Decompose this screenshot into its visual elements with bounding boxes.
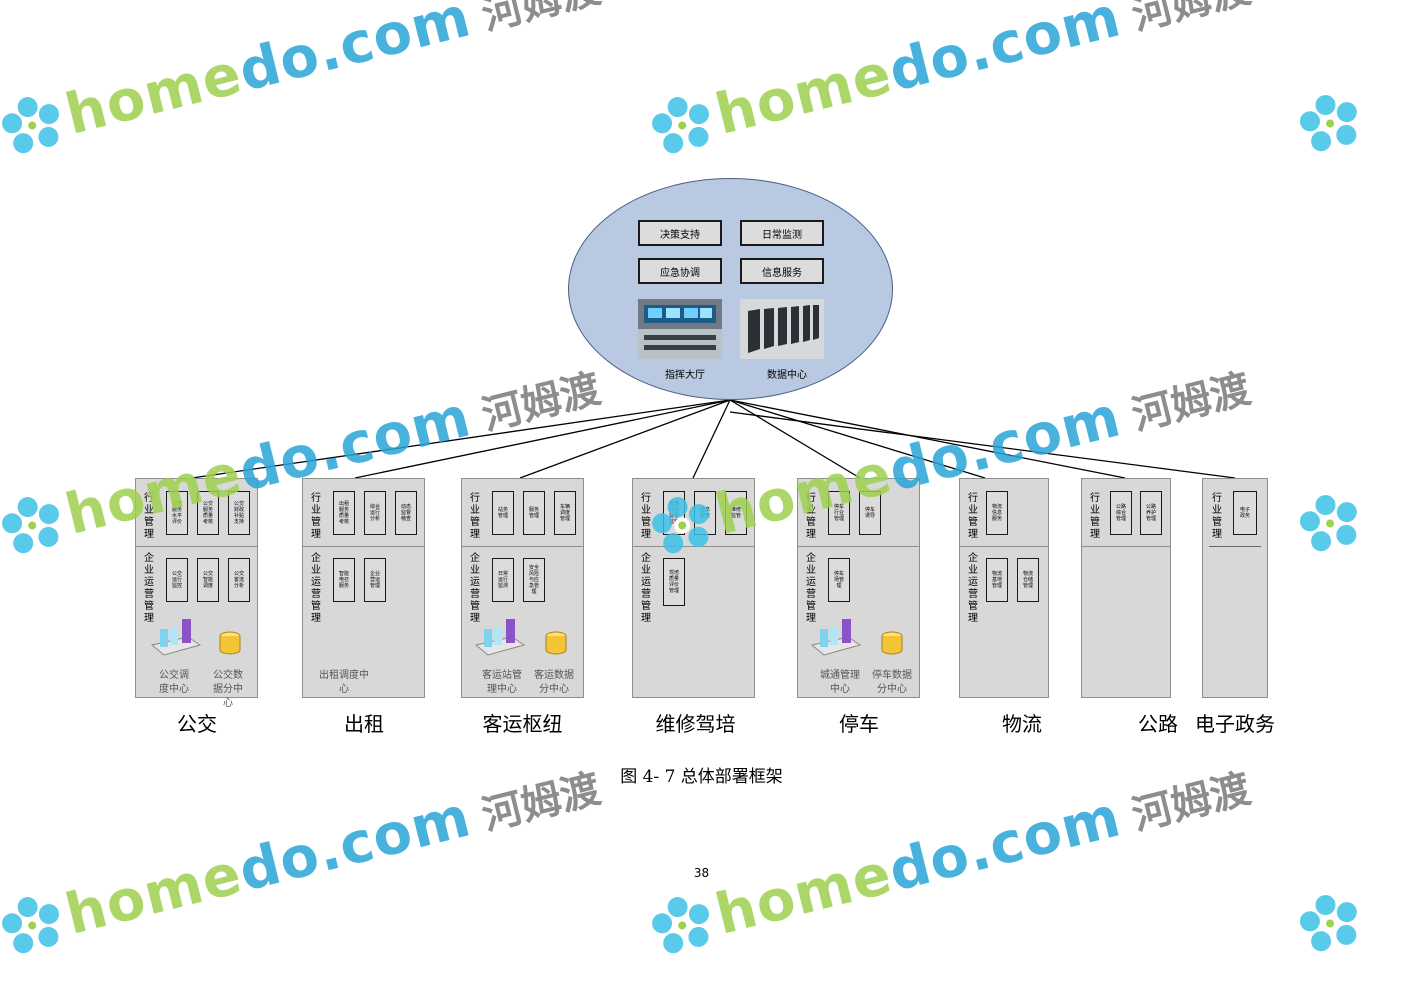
database-icon xyxy=(545,631,567,655)
panel-e-government: 行业管理 电子政务 xyxy=(1202,478,1268,698)
center-caption: 停车数据分中心 xyxy=(872,670,912,695)
center-caption: 客运站管理中心 xyxy=(482,670,522,695)
service-box: 日常运行监测 xyxy=(492,558,514,602)
service-box: 动态监督稽查 xyxy=(395,491,417,535)
center-caption: 公交数据分中心 xyxy=(213,670,243,709)
database-icon xyxy=(219,631,241,655)
command-hall-caption: 指挥大厅 xyxy=(665,370,705,381)
emergency-coordination-box: 应急协调 xyxy=(638,258,722,284)
enterprise-operation-label: 企业运营管理 xyxy=(641,553,651,624)
enterprise-operation-label: 企业运营管理 xyxy=(470,553,480,624)
industry-management-label: 行业管理 xyxy=(470,493,480,540)
panel-highway: 行业管理 公路综合管理 公路养护管理 xyxy=(1081,478,1171,698)
category-label: 公交 xyxy=(177,712,217,736)
service-box: 公交财政补贴支持 xyxy=(228,491,250,535)
enterprise-operation-label: 企业运营管理 xyxy=(806,553,816,624)
service-box: 物流信息服务 xyxy=(986,491,1008,535)
service-box: 停车场管理 xyxy=(828,558,850,602)
service-box: 公交客流分析 xyxy=(228,558,250,602)
industry-management-label: 行业管理 xyxy=(968,493,978,540)
panel-bus: 行业管理 公交服务水平评价 公交服务质量考核 公交财政补贴支持 企业运营管理 公… xyxy=(135,478,258,709)
command-hall-photo xyxy=(638,299,722,359)
center-caption: 出租调度中心 xyxy=(319,670,369,695)
enterprise-operation-label: 企业运营管理 xyxy=(968,553,978,624)
category-label: 客运枢纽 xyxy=(482,712,563,736)
service-box: 维修监管 xyxy=(725,491,747,535)
command-center-ellipse xyxy=(568,178,893,400)
panel-repair-training: 行业管理 驾培行业监督监管 信息监管 维修监管 企业运营管理 驾培质量评价管理 xyxy=(632,478,755,698)
industry-management-label: 行业管理 xyxy=(641,493,651,540)
category-label: 出租 xyxy=(344,712,384,736)
industry-management-label: 行业管理 xyxy=(806,493,816,540)
service-box: 驾培行业监督监管 xyxy=(663,491,685,535)
data-center-photo xyxy=(740,299,824,359)
center-caption: 客运数据分中心 xyxy=(534,670,574,695)
daily-monitoring-box: 日常监测 xyxy=(740,220,824,246)
decision-support-box: 决策支持 xyxy=(638,220,722,246)
panel-taxi: 行业管理 出租服务质量考核 综合运行分析 动态监督稽查 企业运营管理 智能电召服… xyxy=(302,478,425,698)
service-box: 公交智能调度 xyxy=(197,558,219,602)
service-box: 安全风险与应急管理 xyxy=(523,558,545,602)
enterprise-operation-label: 企业运营管理 xyxy=(311,553,321,624)
category-label: 公路 xyxy=(1138,712,1178,736)
information-service-box: 信息服务 xyxy=(740,258,824,284)
service-box: 服务管理 xyxy=(523,491,545,535)
industry-management-label: 行业管理 xyxy=(311,493,321,540)
panel-passenger-hub: 行业管理 站务管理 服务管理 车辆调度管理 企业运营管理 日常运行监测 安全风险… xyxy=(461,478,584,698)
industry-management-label: 行业管理 xyxy=(1212,493,1222,540)
service-box: 综合运行分析 xyxy=(364,491,386,535)
service-box: 出租服务质量考核 xyxy=(333,491,355,535)
category-label: 维修驾培 xyxy=(655,712,736,736)
service-box: 公路综合管理 xyxy=(1110,491,1132,535)
category-label: 停车 xyxy=(839,712,879,736)
service-box: 企业营运管理 xyxy=(364,558,386,602)
industry-management-label: 行业管理 xyxy=(1090,493,1100,540)
category-label: 物流 xyxy=(1002,712,1042,736)
panel-logistics: 行业管理 物流信息服务 企业运营管理 物流基地管理 物流仓储管理 xyxy=(959,478,1049,698)
service-box: 公交运行监控 xyxy=(166,558,188,602)
service-box: 公交服务水平评价 xyxy=(166,491,188,535)
dispatch-center-icon xyxy=(474,619,526,656)
enterprise-operation-label: 企业运营管理 xyxy=(144,553,154,624)
service-box: 物流仓储管理 xyxy=(1017,558,1039,602)
industry-management-label: 行业管理 xyxy=(144,493,154,540)
category-label: 电子政务 xyxy=(1195,712,1275,736)
service-box: 车辆调度管理 xyxy=(554,491,576,535)
center-caption: 城通管理中心 xyxy=(820,670,860,695)
dispatch-center-icon xyxy=(810,619,862,656)
service-box: 停车诱导 xyxy=(859,491,881,535)
figure-caption: 图 4- 7 总体部署框架 xyxy=(620,767,783,787)
service-box: 驾培质量评价管理 xyxy=(663,558,685,606)
service-box: 信息监管 xyxy=(694,491,716,535)
page-number: 38 xyxy=(693,866,710,880)
center-caption: 公交调度中心 xyxy=(159,670,189,695)
dispatch-center-icon xyxy=(150,619,202,656)
service-box: 站务管理 xyxy=(492,491,514,535)
service-box: 公交服务质量考核 xyxy=(197,491,219,535)
service-box: 智能电召服务 xyxy=(333,558,355,602)
service-box: 物流基地管理 xyxy=(986,558,1008,602)
service-box: 电子政务 xyxy=(1233,491,1257,535)
data-center-caption: 数据中心 xyxy=(767,370,807,381)
database-icon xyxy=(881,631,903,655)
service-box: 停车行业管理 xyxy=(828,491,850,535)
panel-parking: 行业管理 停车行业管理 停车诱导 企业运营管理 停车场管理 城通管理中心 停车数… xyxy=(797,478,920,698)
service-box: 公路养护管理 xyxy=(1140,491,1162,535)
